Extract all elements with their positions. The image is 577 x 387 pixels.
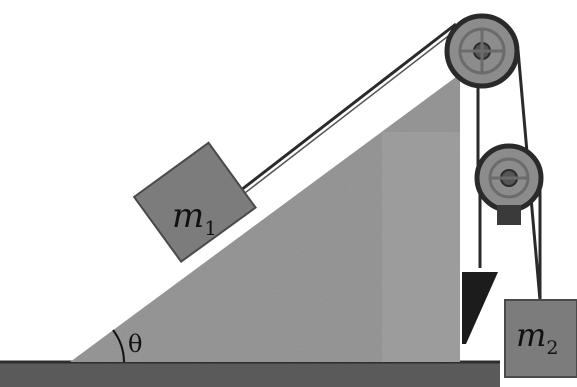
fixed-pulley bbox=[444, 13, 520, 89]
wedge-shade-strip bbox=[382, 132, 460, 362]
block-m2-label: m2 bbox=[516, 316, 558, 359]
rope-incline-shadow bbox=[231, 29, 457, 204]
angle-arc bbox=[112, 329, 125, 363]
movable-pulley bbox=[474, 143, 544, 225]
block-m1-label: m1 bbox=[172, 196, 217, 240]
block-m2 bbox=[504, 299, 577, 378]
angle-label: θ bbox=[128, 330, 142, 358]
rope-incline bbox=[231, 22, 457, 199]
incline-wedge bbox=[70, 74, 460, 362]
ground bbox=[0, 361, 500, 387]
block-m1 bbox=[132, 141, 257, 264]
pulley-hanger bbox=[462, 272, 498, 344]
